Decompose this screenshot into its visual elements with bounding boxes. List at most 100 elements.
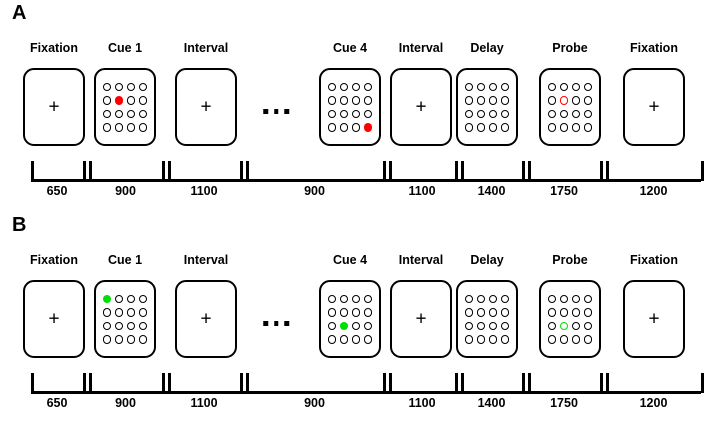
tick-mark-1-end [162,161,165,181]
tick-mark-2-end [240,161,243,181]
dot-r1c2 [339,82,349,91]
dot-r4c3 [571,123,581,132]
ellipsis-icon [263,321,289,326]
dot-r4c4 [500,335,510,344]
fixation-cross-icon: + [648,308,660,330]
tick-mark-3-start [246,373,249,393]
dot-grid [546,292,594,346]
dot-grid [326,80,374,134]
tick-mark-6-end [600,161,603,181]
dot-r3c2 [339,109,349,118]
tick-mark-7-start [606,373,609,393]
dot-r4c3 [126,335,136,344]
dot-r1c3 [351,82,361,91]
dot-r3c2 [476,109,486,118]
dot-r3c4 [500,109,510,118]
tick-mark-6-start [528,161,531,181]
dot-grid [546,80,594,134]
tick-mark-4-end [455,161,458,181]
dot-r1c2 [559,82,569,91]
fixation-cross-icon: + [415,96,427,118]
dot-r2c4 [138,308,148,317]
dot-r3c3 [126,109,136,118]
screen-cue-1 [94,68,156,146]
stage-label-probe: Probe [552,41,588,55]
tick-mark-0-end [83,373,86,393]
dot-r3c2 [559,109,569,118]
dot-r3c4 [500,321,510,330]
stage-label-probe: Probe [552,253,588,267]
dot-r1c3 [571,82,581,91]
dot-r1c2 [114,294,124,303]
stage-label-cue-4: Cue 4 [332,253,368,267]
dot-r2c4 [500,308,510,317]
duration-probe: 1750 [550,396,578,410]
dot-r1c3 [488,294,498,303]
dot-r4c1 [547,335,557,344]
duration-delay: 1400 [477,184,506,198]
dot-grid [463,80,511,134]
dot-r3c3 [351,321,361,330]
dot-r4c3 [351,123,361,132]
tick-mark-7-end [701,161,704,181]
dot-r3c1 [102,321,112,330]
panel-letter: A [12,2,27,24]
fixation-cross-icon: + [200,96,212,118]
dot-r2c3 [126,308,136,317]
dot-r1c4 [363,294,373,303]
duration-fixation: 650 [46,396,68,410]
dot-r4c2 [114,335,124,344]
dot-r1c2 [339,294,349,303]
dot-r3c3 [351,109,361,118]
dot-r4c2 [476,335,486,344]
dot-r3c3 [488,321,498,330]
dot-r3c1 [102,109,112,118]
dot-r1c3 [488,82,498,91]
dot-r2c2 [476,96,486,105]
dot-r1c1 [464,82,474,91]
screen-cue-4 [319,280,381,358]
fixation-cross-icon: + [200,308,212,330]
dot-r1c1 [327,294,337,303]
screen-interval: + [175,68,237,146]
dot-r4c4 [583,123,593,132]
tick-mark-7-end [701,373,704,393]
dot-r2c3 [488,308,498,317]
dot-r4c2 [339,335,349,344]
dot-grid [101,292,149,346]
fixation-cross-icon: + [415,308,427,330]
dot-r1c1 [327,82,337,91]
stage-label-fixation: Fixation [630,253,678,267]
duration-cue-4: 900 [304,396,325,410]
dot-r1c4 [500,294,510,303]
stage-label-interval: Interval [398,41,444,55]
dot-r2c2 [339,96,349,105]
dot-r3c1 [464,109,474,118]
stage-label-delay: Delay [470,41,504,55]
dot-r3c2 [114,109,124,118]
tick-mark-2-end [240,373,243,393]
dot-r3c1 [547,321,557,330]
tick-mark-1-start [89,373,92,393]
timeline-baseline [31,179,701,182]
duration-interval: 1100 [408,184,436,198]
dot-r2c1 [327,308,337,317]
dot-r2c1 [102,308,112,317]
screen-delay [456,68,518,146]
tick-mark-4-start [389,373,392,393]
dot-r3c3 [126,321,136,330]
screen-interval: + [390,68,452,146]
dot-r1c3 [126,294,136,303]
duration-interval: 1100 [408,396,436,410]
dot-r2c2 [559,308,569,317]
dot-r2c4 [583,308,593,317]
stage-label-fixation: Fixation [30,253,78,267]
screen-fixation: + [623,68,685,146]
dot-r1c3 [126,82,136,91]
tick-mark-5-end [522,373,525,393]
cue-dot-filled-r2c2 [114,96,124,105]
duration-interval: 1100 [190,184,218,198]
